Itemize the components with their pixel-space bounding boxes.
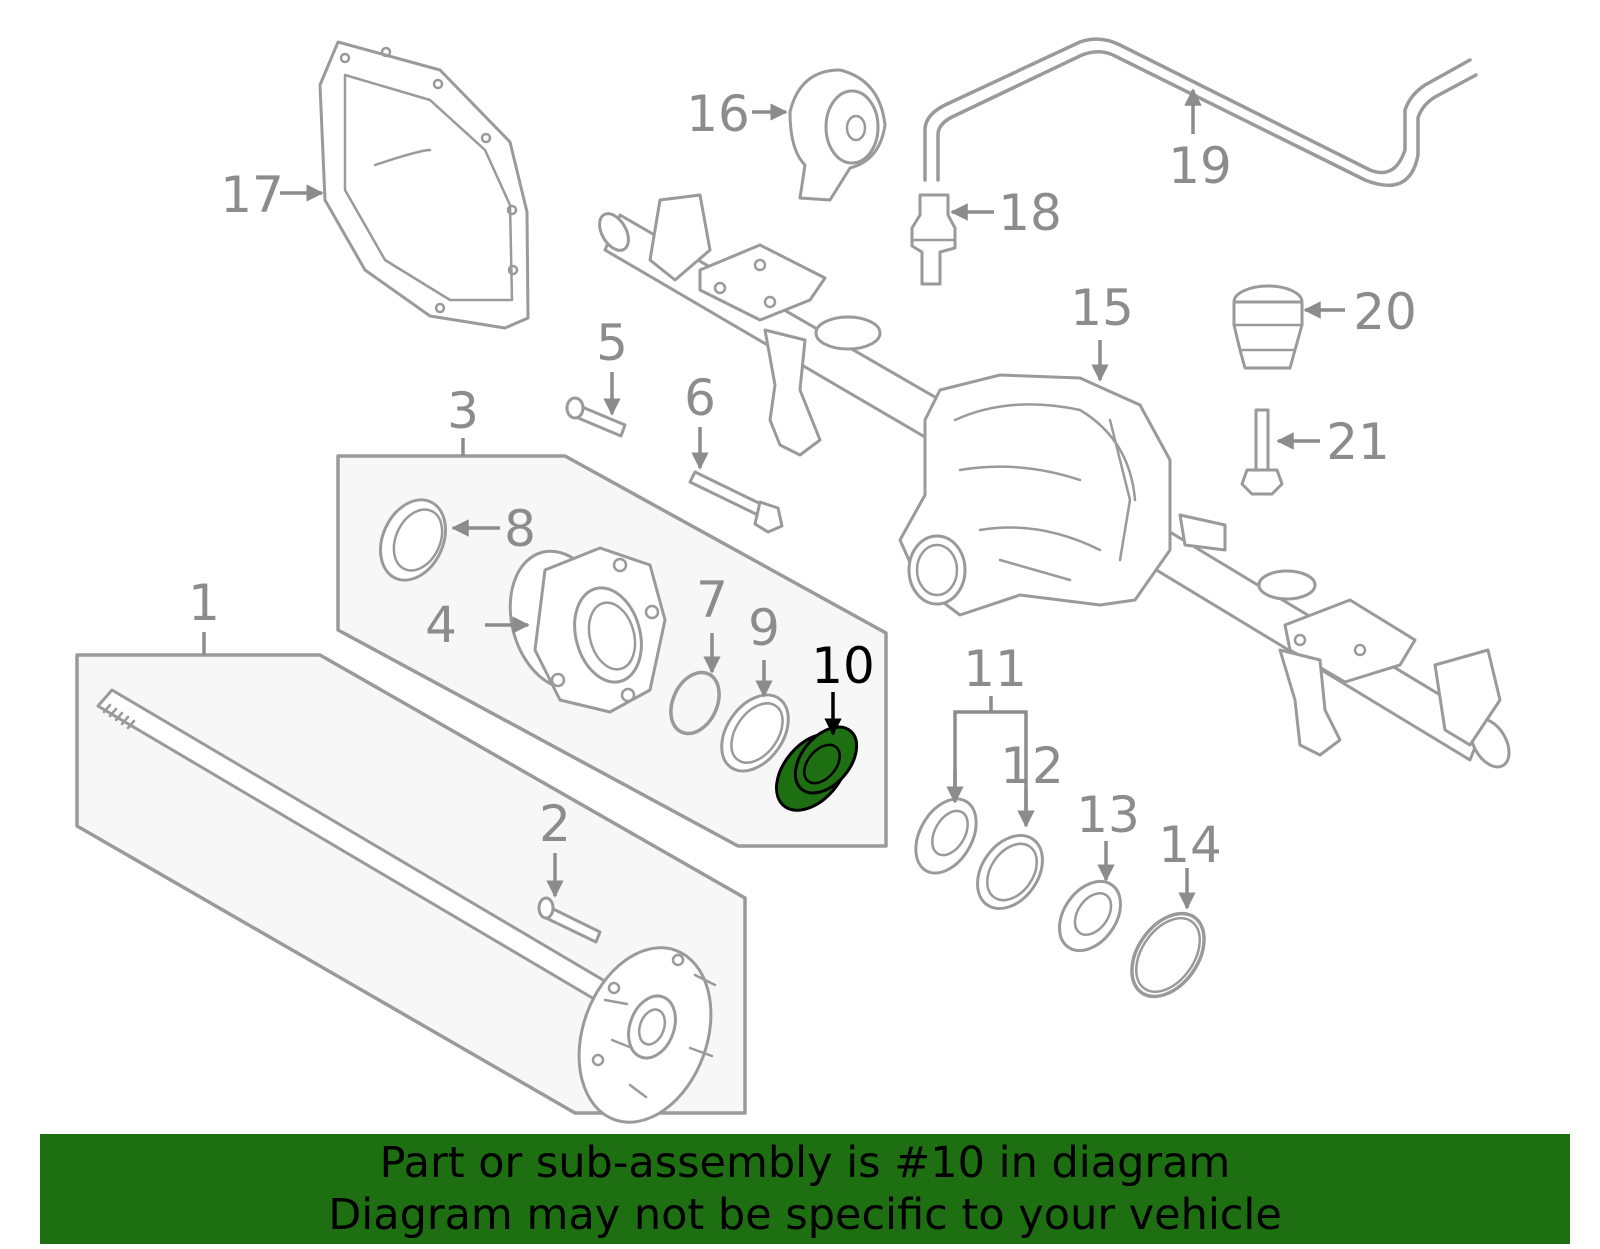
part-16-mount (788, 68, 887, 202)
part-17-cover (318, 40, 530, 330)
leader-lines (202, 88, 1345, 910)
callout-10: 10 (811, 637, 875, 695)
callout-21: 21 (1326, 413, 1390, 471)
part-19-vent-hose (923, 37, 1478, 188)
part-14-o-ring (1130, 911, 1206, 999)
callout-13: 13 (1076, 786, 1140, 844)
callout-20: 20 (1353, 283, 1417, 341)
callout-15: 15 (1070, 279, 1134, 337)
callout-9: 9 (748, 599, 780, 657)
part-10-seal[interactable] (762, 715, 869, 823)
callout-19: 19 (1168, 137, 1232, 195)
callout-5: 5 (596, 314, 628, 372)
callout-16: 16 (686, 85, 750, 143)
part-11-bearing (914, 797, 978, 875)
part-18-vent (910, 193, 957, 286)
info-banner: Part or sub-assembly is #10 in diagram D… (40, 1134, 1570, 1244)
callout-12: 12 (1000, 737, 1064, 795)
callout-14: 14 (1158, 816, 1222, 874)
part-21-bolt (1240, 408, 1284, 496)
part-12-race (976, 834, 1044, 910)
callout-17: 17 (220, 166, 284, 224)
callout-3: 3 (447, 382, 479, 440)
callout-4: 4 (425, 596, 457, 654)
part-5-bolt (565, 396, 627, 438)
part-13-bearing (1058, 879, 1122, 953)
banner-line-2: Diagram may not be specific to your vehi… (328, 1190, 1282, 1240)
part-15-axle-housing (598, 193, 1511, 769)
axle-shaft-panel (75, 653, 747, 1124)
callout-2: 2 (539, 795, 571, 853)
part-6-bolt (688, 470, 784, 534)
callout-labels: 1 2 3 4 5 6 7 8 9 10 11 12 13 14 15 16 1… (188, 85, 1417, 874)
part-20-plug (1232, 284, 1304, 370)
callout-1: 1 (188, 574, 220, 632)
hub-assembly-panel (336, 454, 888, 848)
callout-6: 6 (684, 369, 716, 427)
callout-18: 18 (998, 184, 1062, 242)
callout-8: 8 (504, 500, 536, 558)
banner-line-1: Part or sub-assembly is #10 in diagram (379, 1138, 1231, 1188)
callout-7: 7 (696, 571, 728, 629)
callout-11: 11 (963, 640, 1027, 698)
